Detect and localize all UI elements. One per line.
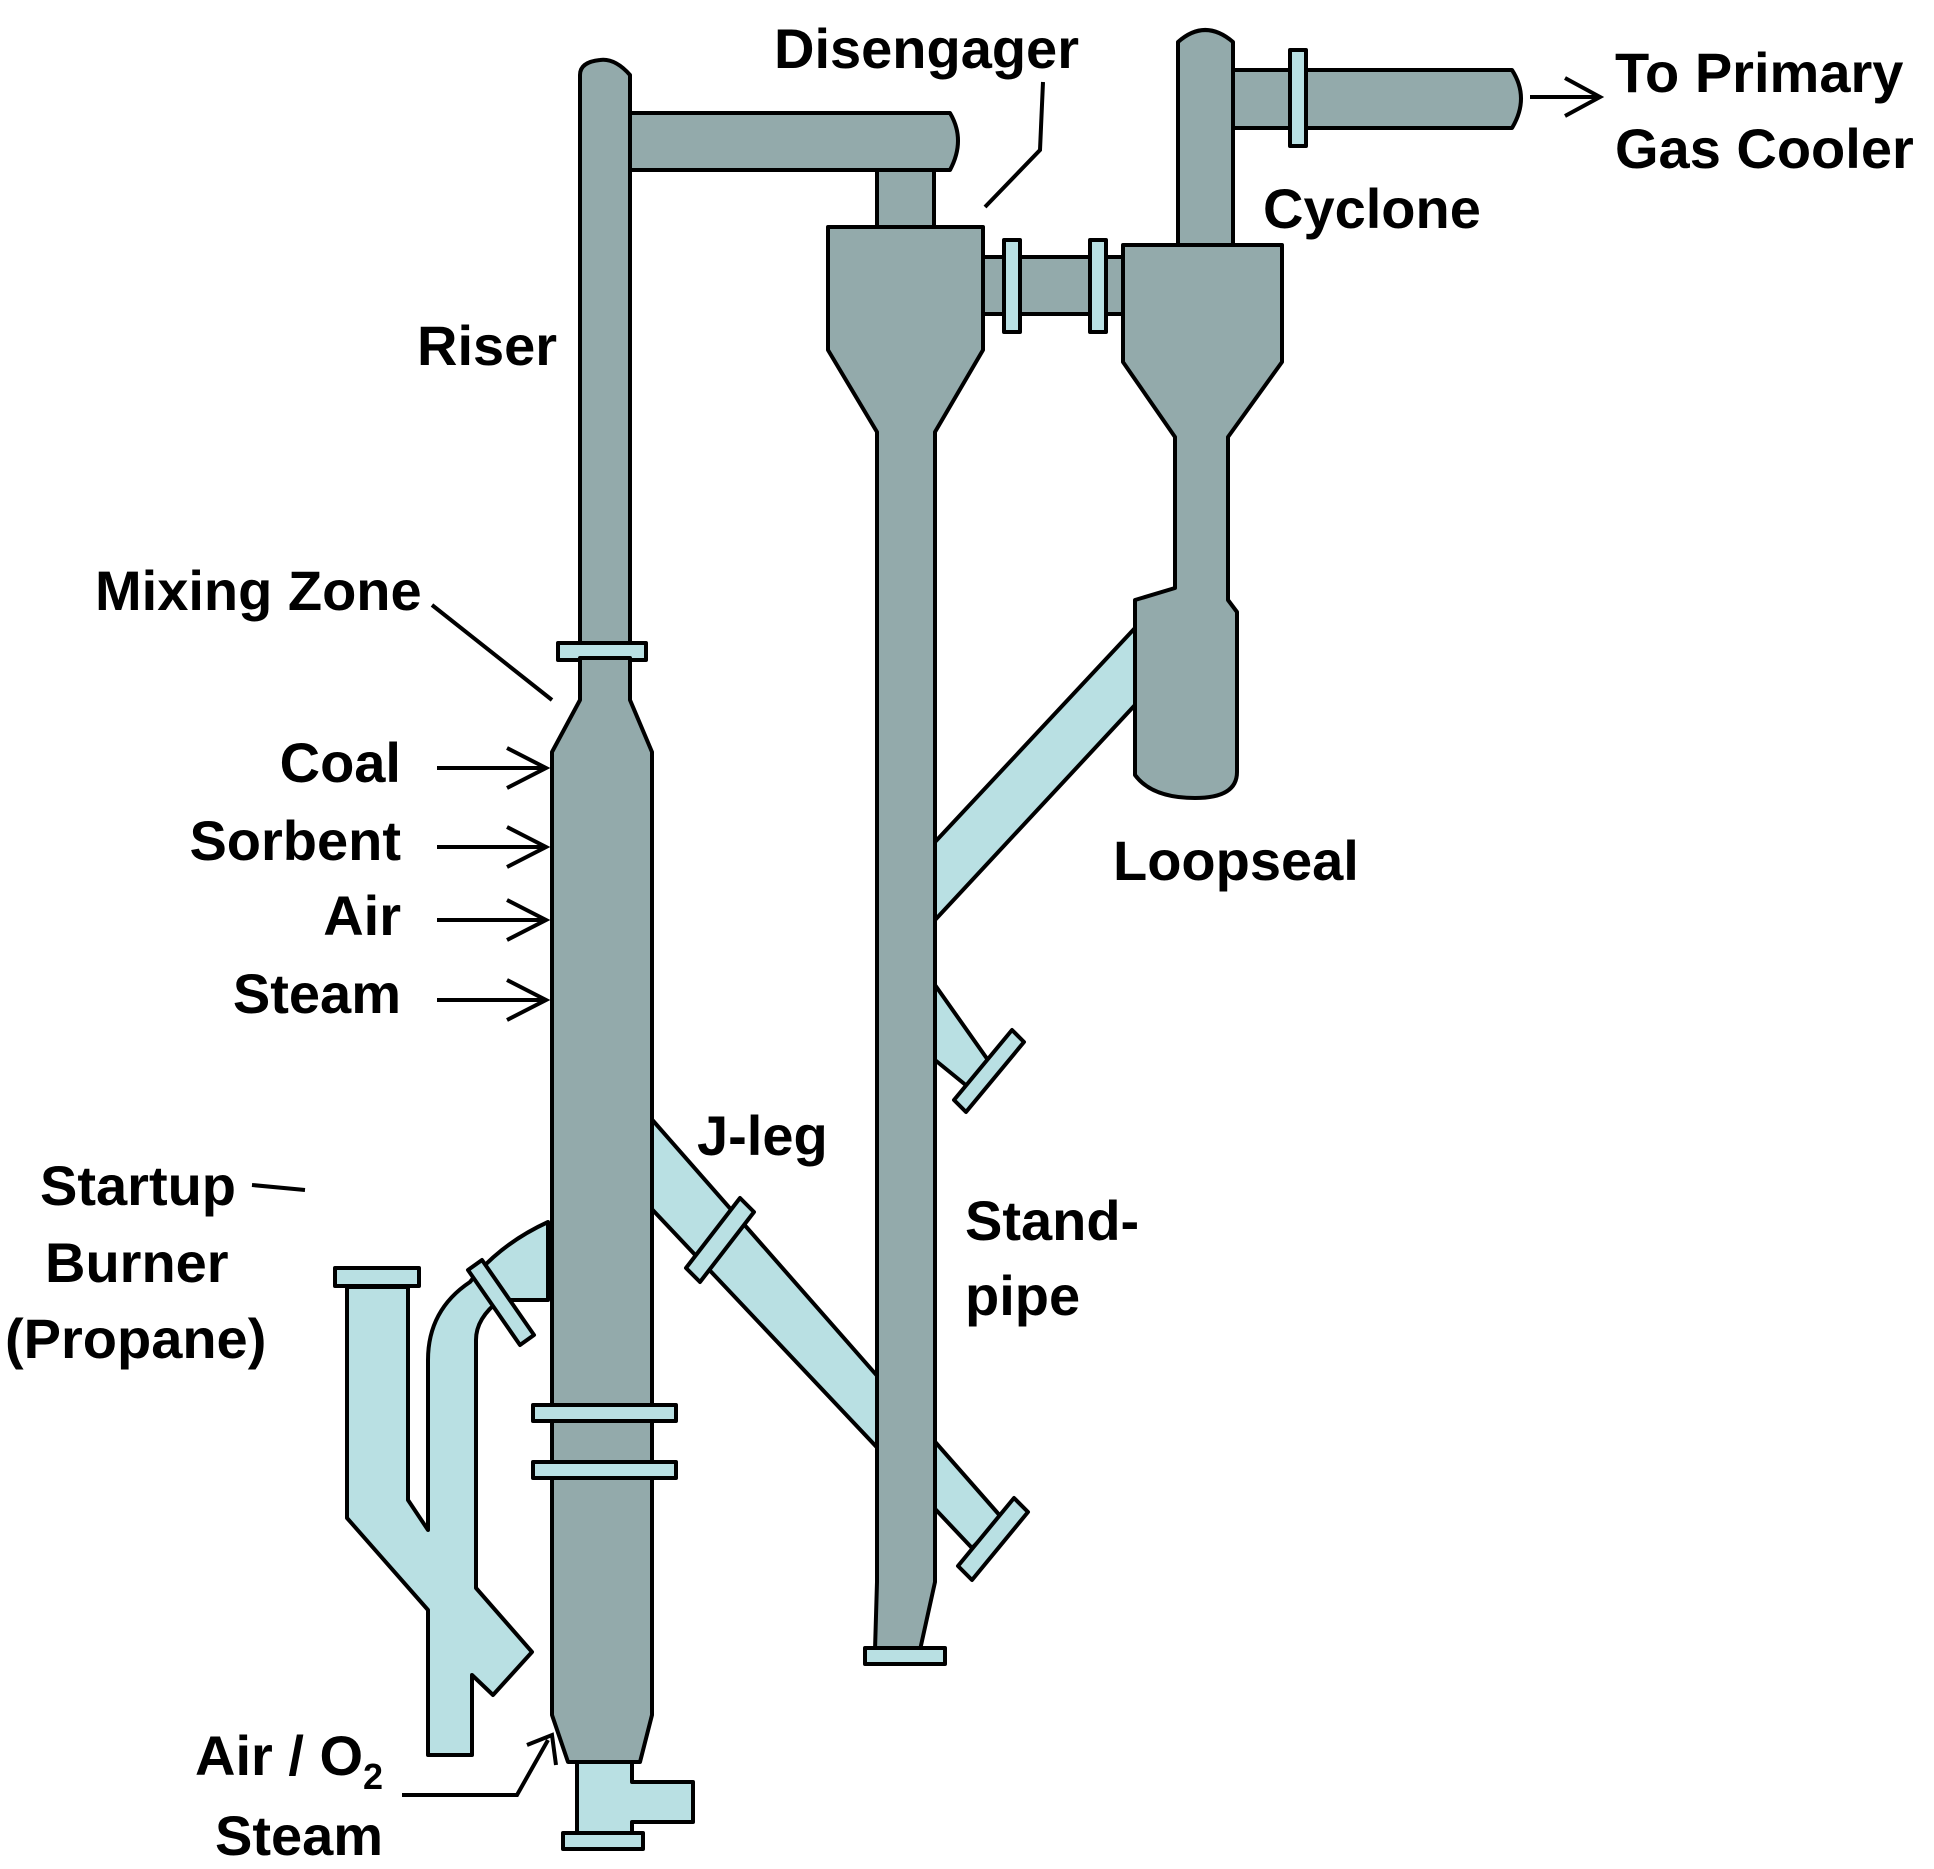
label-bottom-steam: Steam — [215, 1804, 383, 1867]
label-air: Air — [323, 884, 401, 947]
mixing-zone-vessel — [550, 656, 654, 1764]
label-stand: Stand- — [965, 1189, 1139, 1252]
disengager-leader — [983, 81, 1045, 209]
outlet-flange — [1288, 48, 1308, 148]
label-j-leg: J-leg — [697, 1104, 828, 1167]
bottom-tee — [575, 1760, 695, 1837]
lower-flange-1 — [531, 1403, 678, 1423]
label-disengager: Disengager — [774, 17, 1079, 80]
label-riser: Riser — [417, 314, 557, 377]
label-startup: Startup — [40, 1154, 236, 1217]
label-sorbent: Sorbent — [189, 809, 401, 872]
cyclone-vertical-outlet — [1176, 28, 1235, 247]
burner-duct-flange — [466, 1258, 536, 1347]
cyclone-gas-outlet — [1231, 68, 1523, 130]
standpipe-bottom-flange — [863, 1646, 947, 1666]
label-cyclone: Cyclone — [1263, 177, 1481, 240]
label-coal: Coal — [280, 731, 401, 794]
label-to-primary: To Primary — [1615, 41, 1903, 104]
label-air-o: Air / O — [195, 1724, 363, 1787]
label-burner: Burner — [45, 1231, 229, 1294]
mixing-zone-leader — [430, 603, 554, 702]
label-pipe: pipe — [965, 1264, 1080, 1327]
disengager-standpipe — [826, 225, 985, 1652]
air-o2-arrowhead — [526, 1732, 558, 1766]
loopseal-return-pipe — [933, 626, 1137, 922]
duct-flange-2 — [1088, 238, 1108, 334]
label-air-o2: Air / O2 — [195, 1724, 383, 1797]
j-leg-pipe — [646, 1113, 1004, 1550]
air-arrow — [437, 898, 551, 942]
gas-outlet-arrow — [1530, 76, 1605, 118]
label-o2-subscript: 2 — [363, 1756, 383, 1797]
air-o2-leader — [402, 1739, 550, 1797]
label-propane: (Propane) — [5, 1307, 266, 1370]
duct-flange-1 — [1002, 238, 1022, 334]
label-steam: Steam — [233, 962, 401, 1025]
j-leg-end-flange — [956, 1496, 1030, 1582]
label-loopseal: Loopseal — [1113, 829, 1359, 892]
bottom-flange — [561, 1831, 645, 1851]
disengager-neck — [875, 168, 936, 229]
sorbent-arrow — [437, 825, 551, 869]
label-mixing-zone: Mixing Zone — [95, 559, 422, 622]
startup-burner-duct — [345, 1220, 550, 1757]
burner-flange — [333, 1266, 421, 1288]
steam-arrow — [437, 978, 551, 1022]
crossover-duct — [628, 111, 960, 172]
j-leg-flange — [684, 1196, 756, 1284]
label-gas-cooler: Gas Cooler — [1615, 117, 1914, 180]
startup-burner-leader — [251, 1183, 306, 1192]
coal-arrow — [437, 746, 551, 790]
lower-flange-2 — [531, 1460, 678, 1480]
standpipe-side-flange — [952, 1028, 1026, 1114]
riser-column — [578, 57, 632, 702]
cyclone-body — [1121, 243, 1284, 800]
